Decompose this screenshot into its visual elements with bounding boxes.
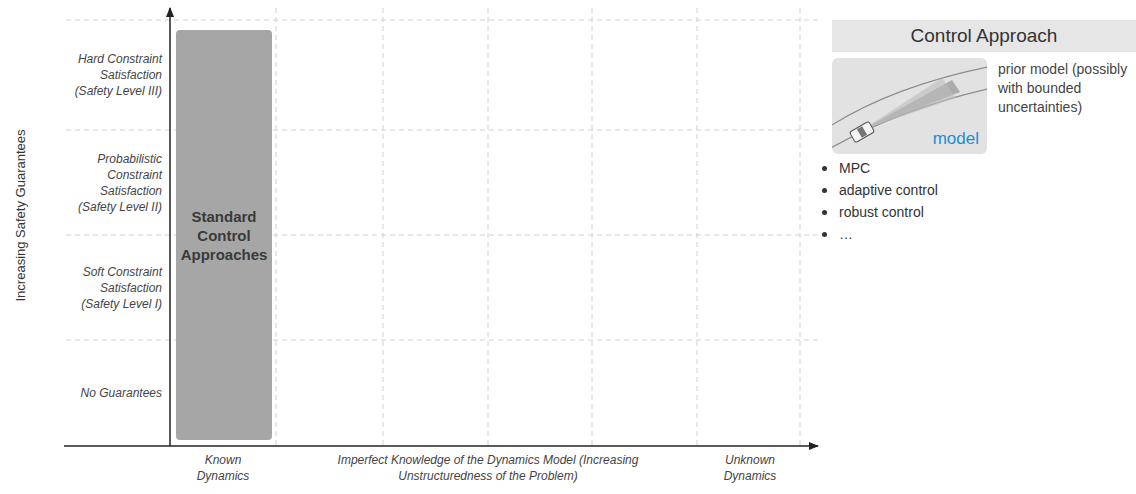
bullet-item: robust control [839, 204, 924, 220]
bullet-dot [822, 188, 827, 193]
bullet-item: adaptive control [839, 182, 938, 198]
level-label: Probabilistic Constraint Satisfaction (S… [78, 152, 162, 214]
bullet-item-wrap: MPC [822, 160, 1022, 176]
axis-title-wrap: Increasing Safety Guarantees [13, 6, 28, 426]
level-label: Hard Constraint Satisfaction (Safety Lev… [75, 52, 162, 98]
axis-tick-label-wrap: Known Dynamics [182, 452, 264, 484]
bullet-dot [822, 210, 827, 215]
model-image-box: model [832, 58, 987, 154]
bullet-item: … [839, 226, 853, 242]
model-note: prior model (possibly with bounded uncer… [998, 61, 1127, 115]
level-label: No Guarantees [81, 386, 162, 400]
axis-tick-label-wrap: Unknown Dynamics [706, 452, 794, 484]
bullet-item: MPC [839, 160, 870, 176]
model-note-wrap: prior model (possibly with bounded uncer… [998, 60, 1132, 117]
level-label-wrap: No Guarantees [62, 385, 162, 401]
node-text: model [933, 129, 979, 149]
node-text: Standard Control Approaches [180, 207, 268, 264]
header-band: Control Approach [832, 20, 1136, 52]
level-label-wrap: Soft Constraint Satisfaction (Safety Lev… [62, 264, 162, 312]
bullet-item-wrap: … [822, 226, 1022, 242]
approach-band: Standard Control Approaches [176, 30, 272, 440]
axis-tick-label: Unknown Dynamics [724, 453, 777, 483]
level-label-wrap: Hard Constraint Satisfaction (Safety Lev… [62, 51, 162, 99]
axis-tick-label: Known Dynamics [197, 453, 250, 483]
level-label: Soft Constraint Satisfaction (Safety Lev… [81, 265, 162, 311]
node-text: Control Approach [911, 25, 1058, 47]
bullet-item-wrap: robust control [822, 204, 1022, 220]
level-label-wrap: Probabilistic Constraint Satisfaction (S… [62, 151, 162, 215]
axis-tick-label-wrap: Imperfect Knowledge of the Dynamics Mode… [318, 452, 658, 484]
axis-tick-label: Imperfect Knowledge of the Dynamics Mode… [338, 453, 639, 483]
axis-title: Increasing Safety Guarantees [13, 130, 28, 302]
bullet-item-wrap: adaptive control [822, 182, 1022, 198]
bullet-dot [822, 232, 827, 237]
bullet-dot [822, 166, 827, 171]
